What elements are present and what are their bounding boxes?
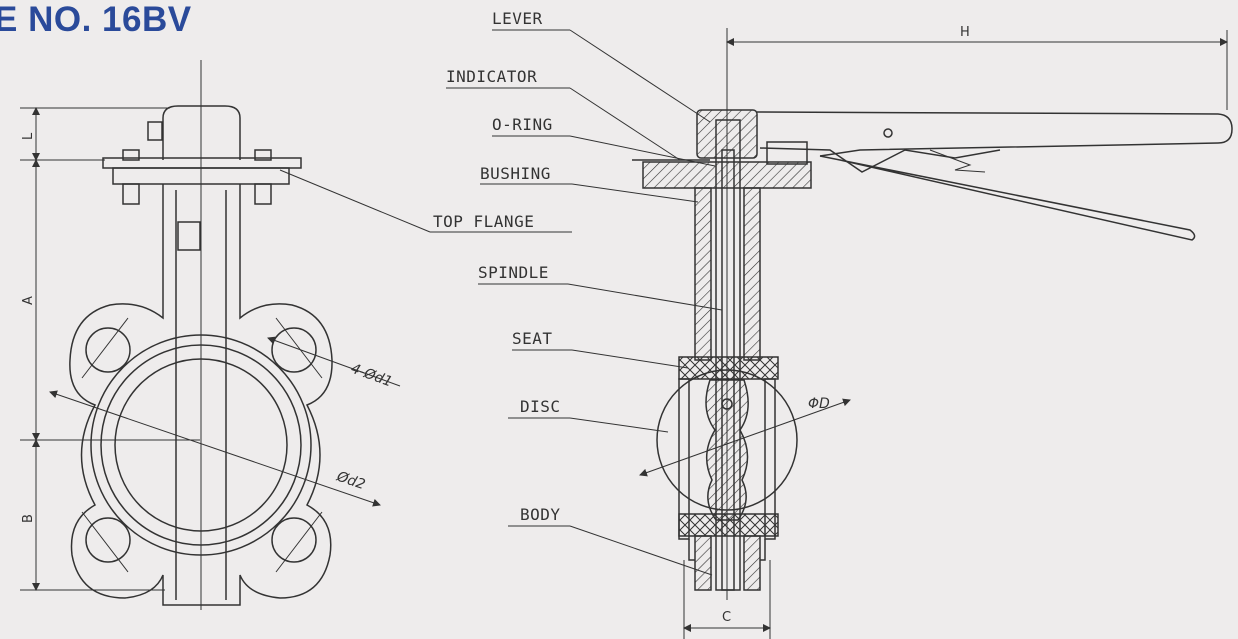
label-top-flange: TOP FLANGE [433,212,534,231]
dim-L: L [21,132,36,140]
section-view: H C ΦD LEVER INDICATOR O-RING BUSHING TO… [433,9,1233,639]
label-lever: LEVER [492,9,543,28]
dim-d1: 4-Ød1 [349,361,395,391]
dim-B: B [21,514,36,523]
dim-d2: Ød2 [334,468,367,493]
dim-C: C [722,610,731,625]
label-disc: DISC [520,397,561,416]
label-body: BODY [520,505,561,524]
dim-A: A [21,296,36,305]
label-bushing: BUSHING [480,164,551,183]
label-spindle: SPINDLE [478,263,549,282]
label-oring: O-RING [492,115,553,134]
label-seat: SEAT [512,329,553,348]
label-indicator: INDICATOR [446,67,537,86]
dim-H: H [960,25,970,40]
figure-title: E NO. 16BV [0,0,192,39]
front-view: L A B 4-Ød1 Ød2 [20,60,572,610]
dim-D: ΦD [808,396,830,412]
